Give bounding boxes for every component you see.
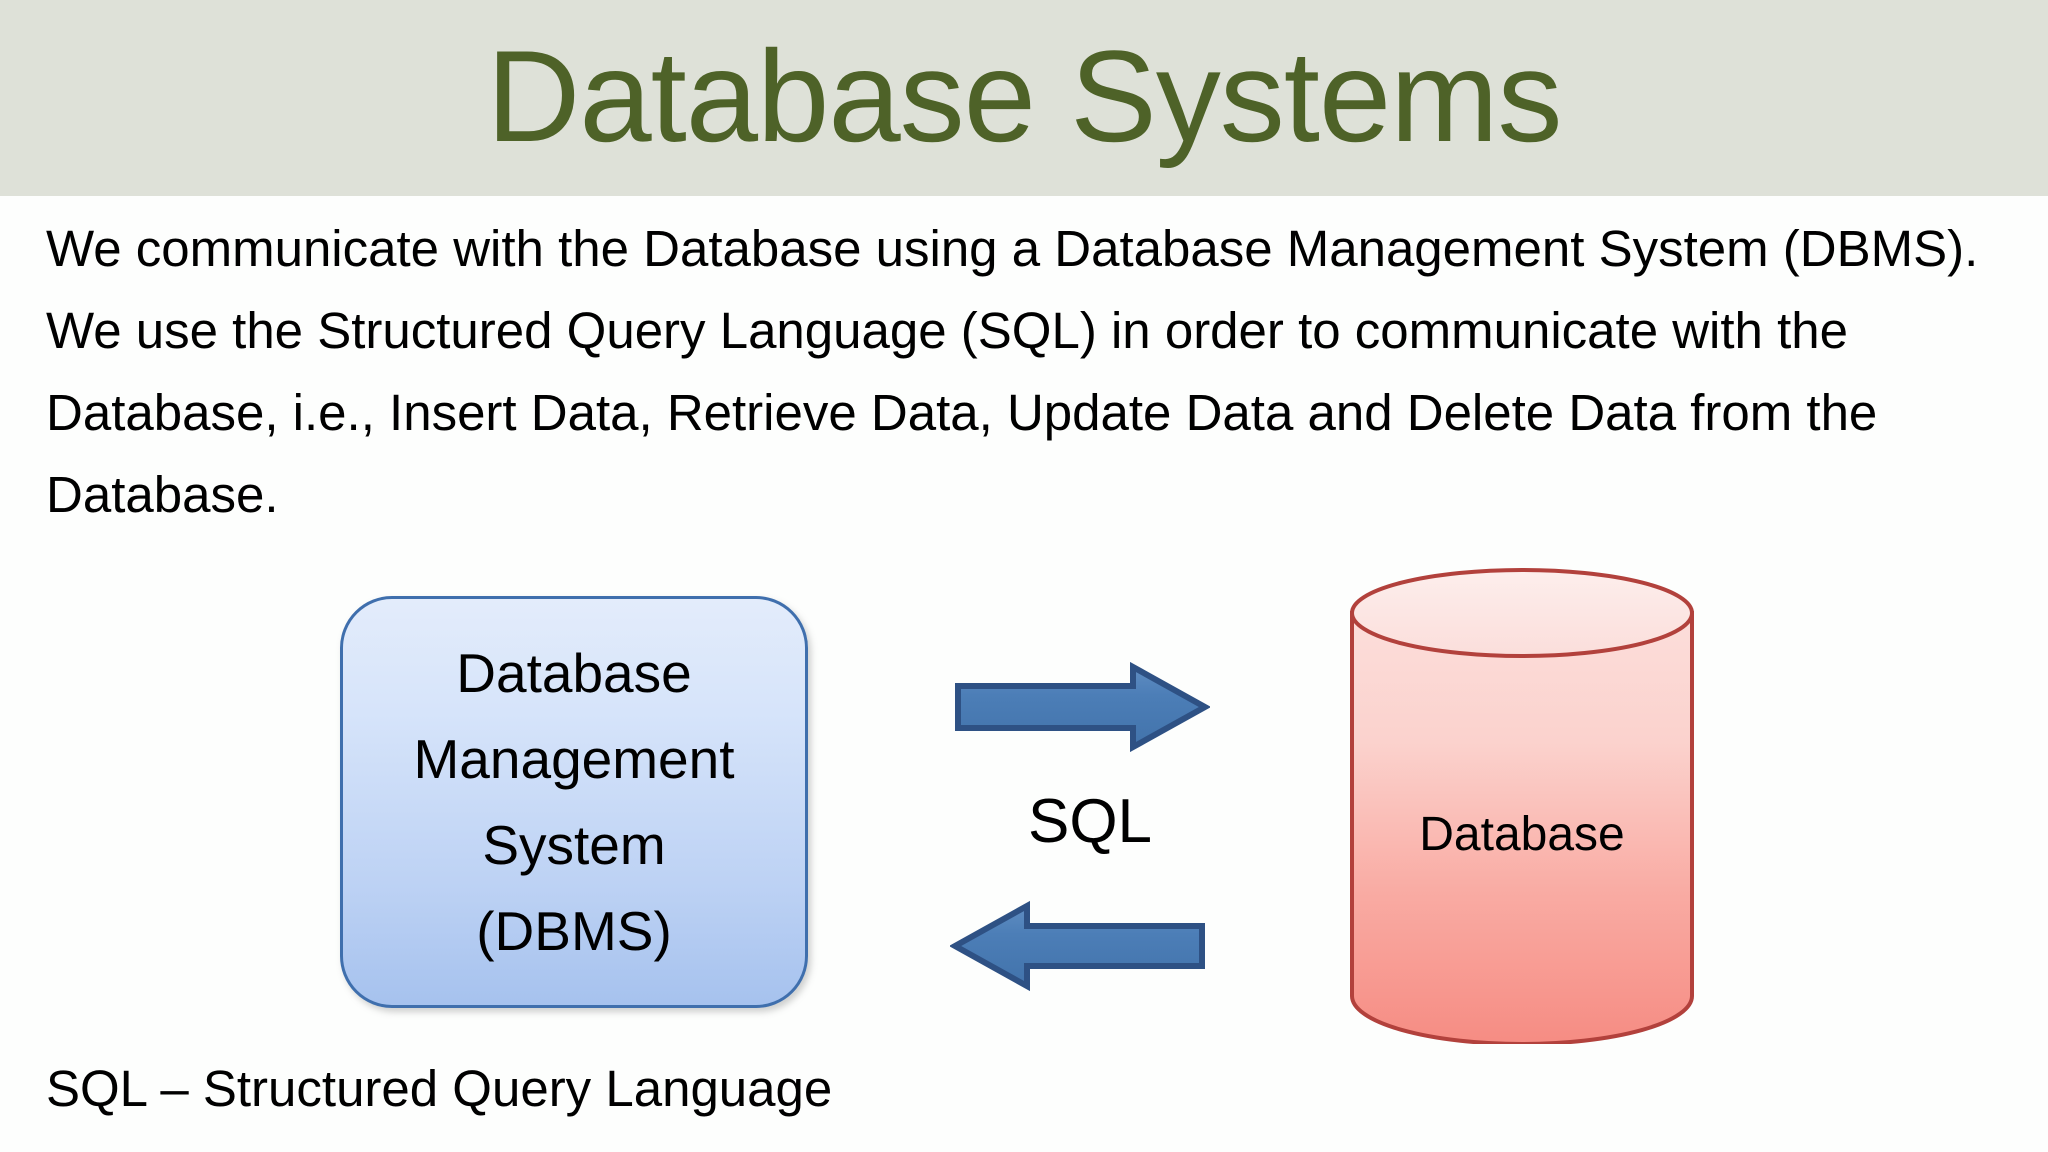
arrow-right-icon	[955, 662, 1210, 752]
arrow-left-icon	[950, 900, 1205, 992]
dbms-box-line-1: Database	[456, 642, 692, 704]
title-band	[0, 0, 2048, 196]
body-paragraph: We communicate with the Database using a…	[46, 220, 1979, 523]
page-title: Database Systems	[486, 23, 1562, 169]
dbms-box-line-2: Management	[413, 728, 735, 790]
database-cylinder-label: Database	[1419, 808, 1625, 861]
dbms-box: Database Management System (DBMS)	[340, 596, 808, 1008]
footer-caption: SQL – Structured Query Language	[46, 1060, 833, 1117]
connector-label-sql: SQL	[1027, 787, 1153, 856]
database-cylinder-icon	[1350, 568, 1694, 1044]
body-paragraph-block: We communicate with the Database using a…	[46, 208, 2006, 536]
dbms-box-line-3: System	[482, 814, 666, 876]
dbms-box-line-4: (DBMS)	[476, 900, 672, 962]
